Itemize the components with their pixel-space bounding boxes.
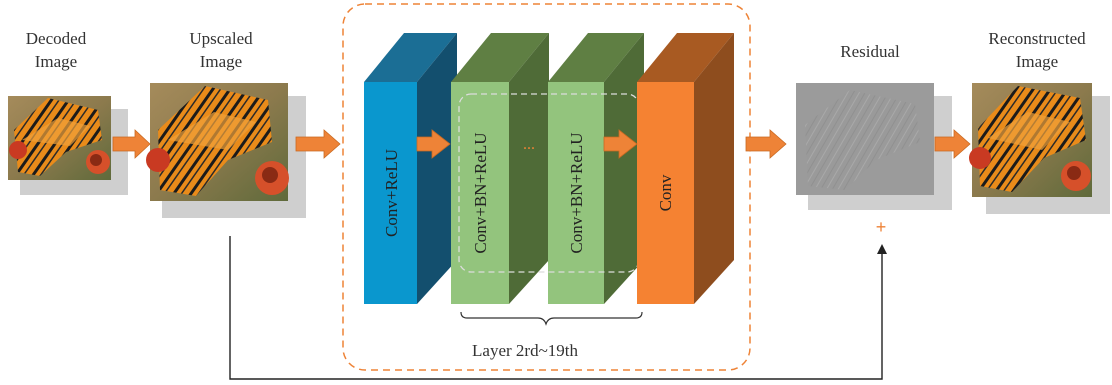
arrow-block3-to-block4 — [603, 129, 638, 159]
reconstructed-image-label: Reconstructed Image — [962, 27, 1112, 73]
residual-label: Residual — [800, 40, 940, 63]
decoded-image-label: Decoded Image — [0, 27, 112, 73]
network-frame — [342, 3, 751, 371]
block-conv-bn-relu-b — [548, 33, 644, 304]
arrow-residual-to-reconstructed — [934, 129, 971, 159]
arrow-decoded-to-upscaled — [112, 129, 151, 159]
reconstructed-label-line1: Reconstructed — [988, 29, 1086, 48]
upscaled-label-line2: Image — [199, 52, 243, 71]
layer-range-text: Layer 2rd~19th — [472, 341, 578, 360]
reconstructed-label-line2: Image — [1015, 52, 1059, 71]
arrow-network-to-residual — [745, 129, 787, 159]
upscaled-image-label: Upscaled Image — [163, 27, 279, 73]
plus-sign: + — [876, 217, 887, 237]
block2-label: Conv+BN+ReLU — [471, 132, 490, 253]
arrow-upscaled-to-network — [295, 129, 341, 159]
arrow-block1-to-block2 — [416, 129, 451, 159]
decoded-image — [8, 96, 128, 195]
decoded-label-line2: Image — [34, 52, 78, 71]
skip-connection-arrowhead — [877, 244, 887, 254]
skip-connection-line — [229, 236, 883, 380]
block-conv — [637, 33, 734, 304]
upscaled-image — [146, 83, 306, 218]
decoded-label-line1: Decoded — [25, 29, 87, 48]
block3-label: Conv+BN+ReLU — [567, 132, 586, 253]
ellipsis-marker: ... — [523, 136, 535, 153]
residual-label-text: Residual — [840, 42, 900, 61]
flow-arrows — [112, 129, 971, 159]
block-conv-relu — [364, 33, 457, 304]
upscaled-label-line1: Upscaled — [189, 29, 253, 48]
block-conv-bn-relu-a — [451, 33, 549, 304]
reconstructed-image — [969, 83, 1110, 214]
block4-label: Conv — [656, 174, 675, 211]
layer-range-label: Layer 2rd~19th — [430, 339, 620, 362]
residual-image — [796, 83, 952, 210]
block1-label: Conv+ReLU — [382, 149, 401, 237]
layer-brace — [460, 311, 643, 326]
